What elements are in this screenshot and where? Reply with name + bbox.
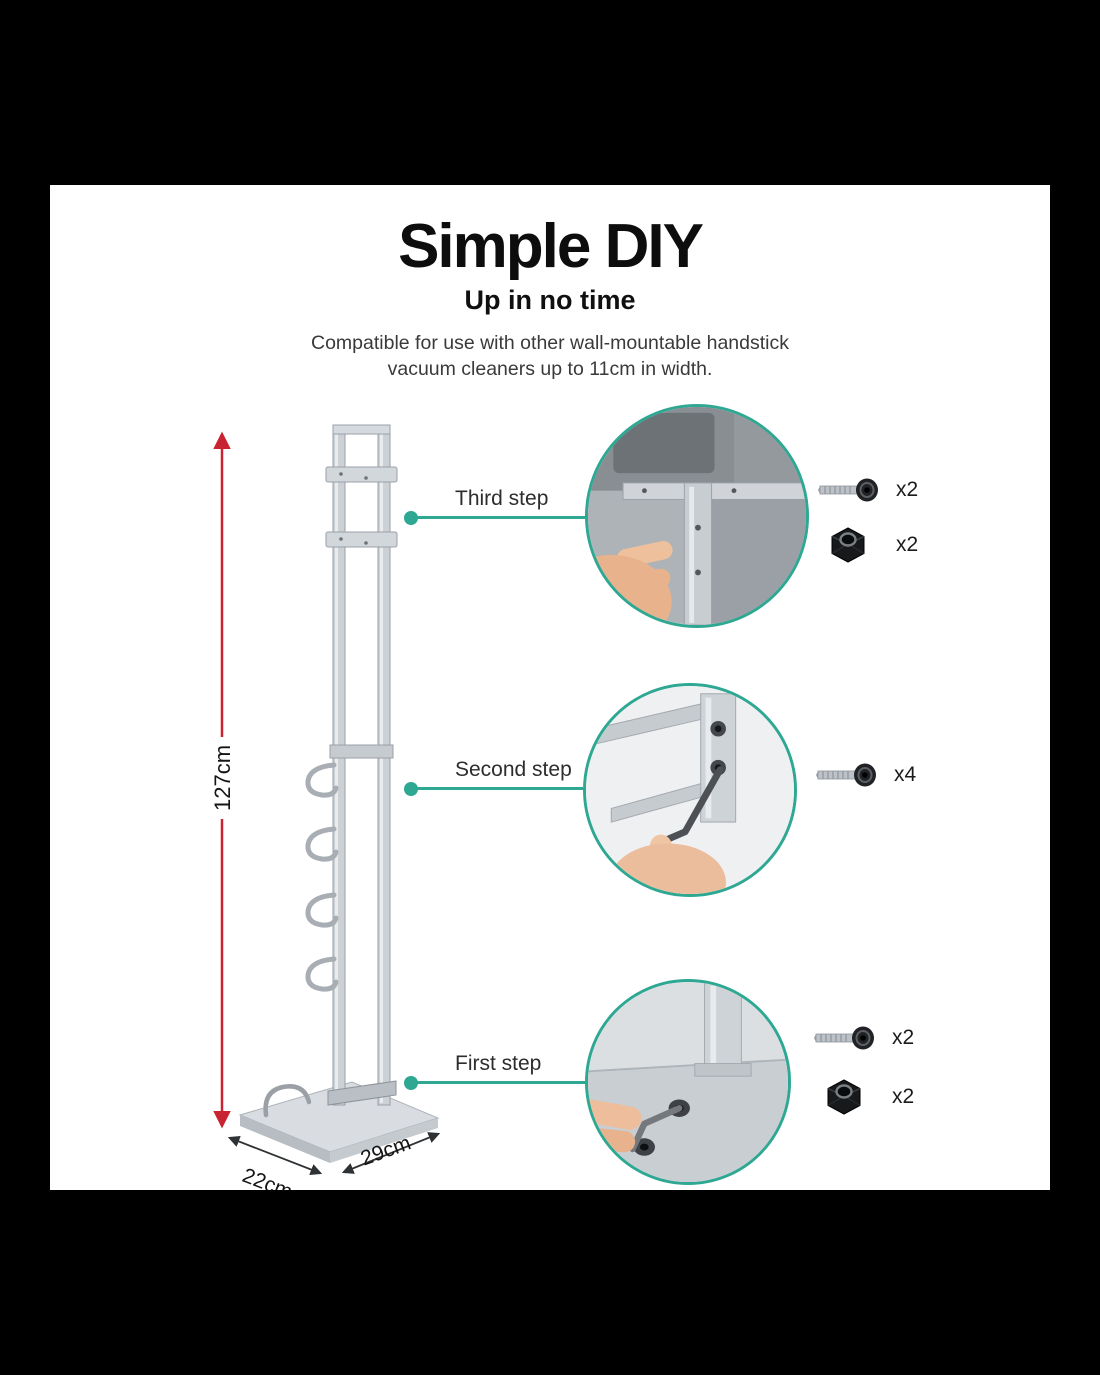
step-label: Second step [455,758,572,781]
accessory-hooks [305,762,339,992]
description: Compatible for use with other wall-mount… [50,331,1050,382]
depth-dimension-line [227,1135,323,1176]
rail-highlight [380,427,383,1103]
hardware-qty: x2 [896,478,919,501]
screw-icon [816,762,878,788]
label-backplate [210,737,236,819]
hardware-item-third-nuts: x2 [828,527,918,563]
callout-line [416,1081,585,1084]
upper-crossbar [325,466,398,483]
content-sheet: Simple DIY Up in no time Compatible for … [50,185,1050,1190]
base-bracket [327,1080,397,1106]
first-step-detail-photo [585,979,791,1185]
callout-dot [404,511,418,525]
width-dimension-line [341,1132,441,1174]
hardware-item-third-screws: x2 [818,477,918,503]
hardware-qty: x2 [892,1026,915,1049]
height-dimension-label: 127cm [210,745,235,811]
second-step-detail-photo [583,683,797,897]
screw-icon [818,477,880,503]
mid-joint [329,744,394,759]
step-label: First step [455,1052,542,1075]
depth-dimension-label: 22cm [239,1164,295,1190]
hardware-item-first-screws: x2 [814,1025,914,1051]
lower-crossbar [325,531,398,548]
nut-icon [828,527,868,563]
right-rail [377,424,391,1106]
stand-illustration: 127cm [210,424,441,1190]
screw-icon [814,1025,876,1051]
nut-icon [824,1079,864,1115]
top-cap [332,424,391,435]
hardware-qty: x4 [894,763,917,786]
page-title: Simple DIY [398,212,704,281]
callout-dot [404,1076,418,1090]
hardware-qty: x2 [892,1085,915,1108]
callout-line [416,516,585,519]
step-label: Third step [455,487,549,510]
height-dimension: 127cm [210,431,236,1129]
hardware-item-first-nuts: x2 [824,1079,914,1115]
description-line-2: vacuum cleaners up to 11cm in width. [387,357,713,380]
hardware-qty: x2 [896,533,919,556]
base-wire-handle [263,1084,312,1118]
hardware-item-second-screws: x4 [816,762,916,788]
callout-line [416,787,583,790]
callout-dot [404,782,418,796]
subtitle: Up in no time [464,285,636,315]
vacuum-stand-pole [305,424,398,1106]
third-step-detail-photo [585,404,809,628]
description-line-1: Compatible for use with other wall-mount… [311,332,789,354]
